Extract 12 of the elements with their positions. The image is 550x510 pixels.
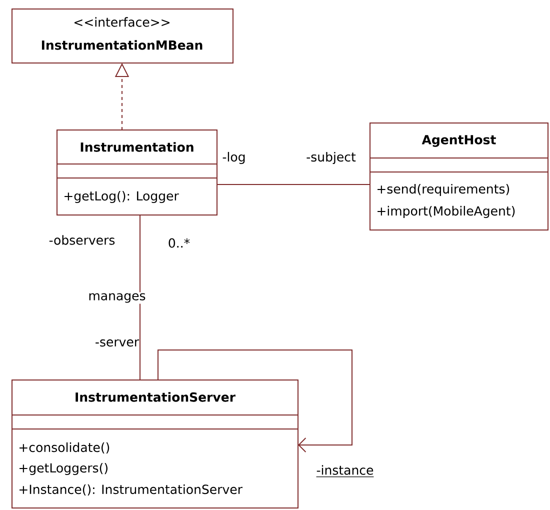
role-name: -instance xyxy=(316,465,374,478)
role-name: 0..* xyxy=(168,238,190,248)
class-box: AgentHost +send(requirements) +import(MobileAgent) xyxy=(370,122,548,230)
role-name: -observers xyxy=(48,235,116,245)
association-line xyxy=(216,184,370,185)
role-name: -server xyxy=(94,339,140,347)
association-line xyxy=(158,350,352,452)
role-name: -subject xyxy=(306,152,356,164)
class-box: Instrumentation +getLog(): Logger xyxy=(56,130,218,216)
class-box: <<interface>> InstrumentationMBean xyxy=(12,8,234,64)
edge-label: manages xyxy=(87,292,147,304)
class-box: InstrumentationServer +consolidate() +getLoggers() +Instance(): InstrumentationServer xyxy=(12,380,298,508)
